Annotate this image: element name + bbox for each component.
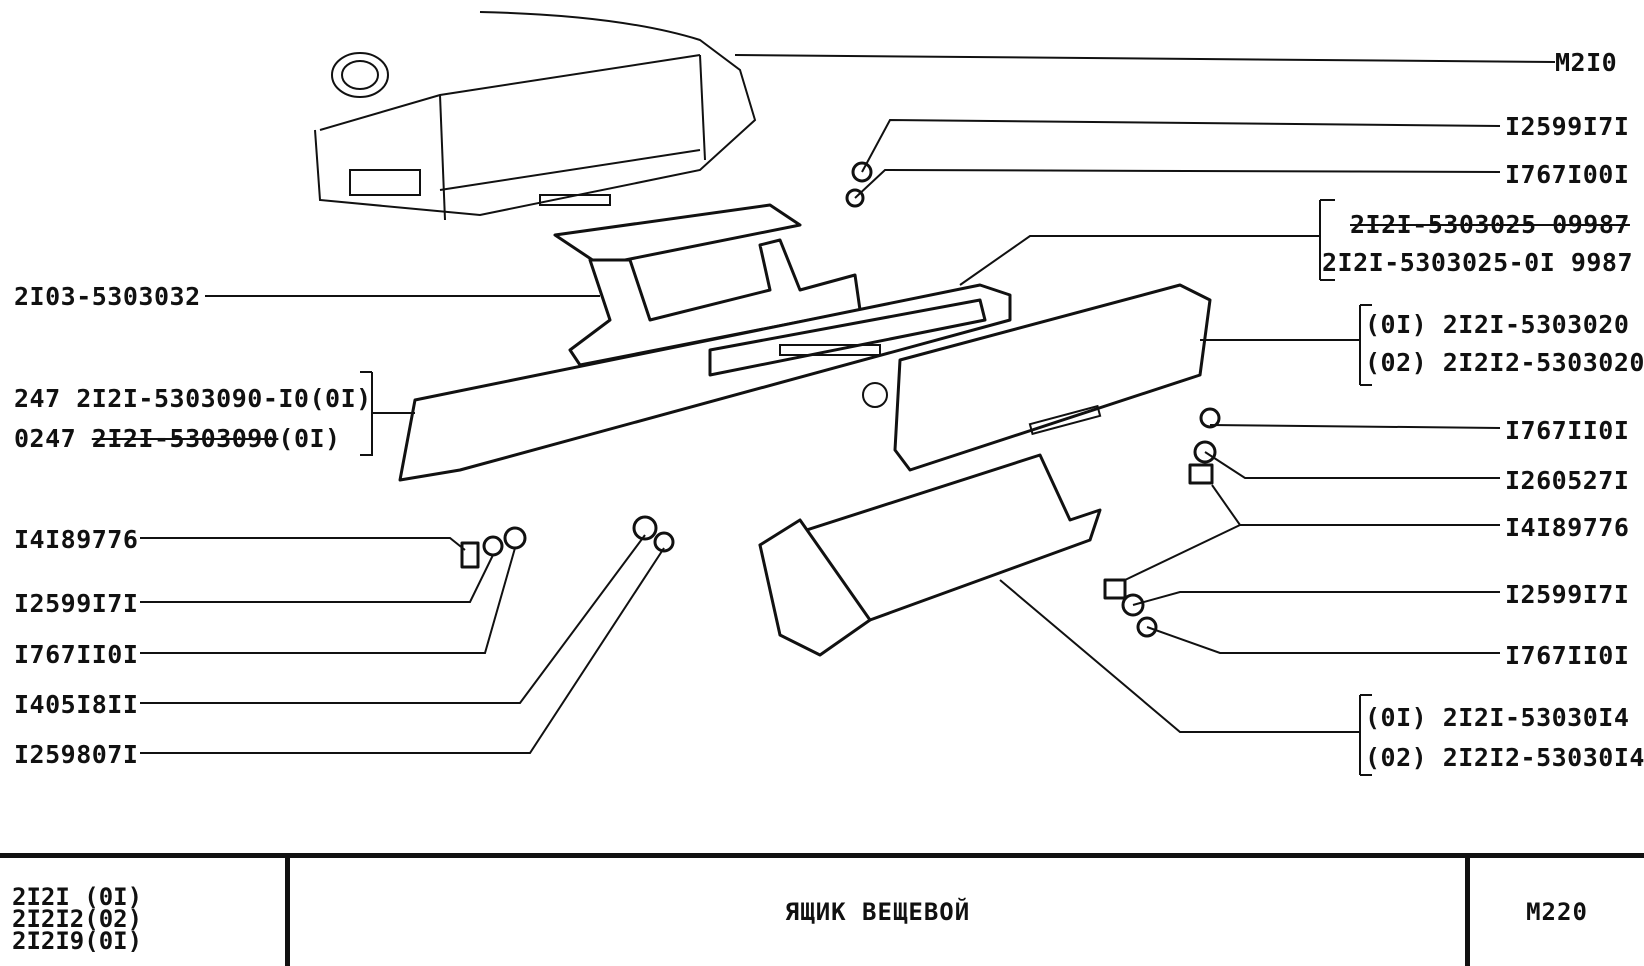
- model-item: 2I2I2(02): [12, 905, 143, 933]
- label-left-4: I2599I7I: [14, 589, 139, 618]
- label-part-4a: (0I) 2I2I-5303020: [1365, 310, 1630, 339]
- sheet-code: M220: [1526, 898, 1588, 926]
- label-left-3: I4I89776: [14, 525, 139, 554]
- label-part-7: I4I89776: [1505, 513, 1630, 542]
- label-left-7: I259807I: [14, 740, 139, 769]
- storage-tray: [758, 453, 1102, 657]
- assembly-name-cell: ЯЩИК ВЕЩЕВОЙ: [290, 858, 1470, 966]
- parts-diagram: M2I0 I2599I7I I767I00I 2I2I-5303025 0998…: [14, 11, 1644, 776]
- label-part-8: I2599I7I: [1505, 580, 1630, 609]
- dashboard-outline: [314, 11, 757, 221]
- model-item: 2I2I9(0I): [12, 927, 143, 955]
- label-left-5: I767II0I: [14, 640, 139, 669]
- label-part-3-new: 2I2I-5303025-0I 9987: [1322, 248, 1634, 277]
- label-left-2a: 247 2I2I-5303090-I0(0I): [14, 384, 372, 413]
- exploded-view-drawing: [140, 11, 1556, 776]
- label-part-10b: (02) 2I2I2-53030I4: [1365, 743, 1644, 772]
- label-part-2: I767I00I: [1505, 160, 1630, 189]
- label-part-1: I2599I7I: [1505, 112, 1630, 141]
- label-left-6: I405I8II: [14, 690, 139, 719]
- label-part-4b: (02) 2I2I2-5303020: [1365, 348, 1644, 377]
- model-item: 2I2I (0I): [12, 883, 143, 911]
- model-list: 2I2I (0I) 2I2I2(02) 2I2I9(0I): [12, 883, 285, 955]
- assembly-name: ЯЩИК ВЕЩЕВОЙ: [784, 898, 971, 926]
- fasteners: [460, 161, 1221, 638]
- glove-box-lid: [398, 283, 1012, 482]
- label-m2i0: M2I0: [1555, 48, 1618, 77]
- title-block: 2I2I (0I) 2I2I2(02) 2I2I9(0I) ЯЩИК ВЕЩЕВ…: [0, 853, 1644, 966]
- leader-lines: [140, 54, 1556, 776]
- label-part-6: I260527I: [1505, 466, 1630, 495]
- hinge-bracket: [553, 203, 862, 367]
- label-left-2b: 0247 2I2I-5303090(0I): [14, 424, 341, 453]
- label-part-9: I767II0I: [1505, 641, 1630, 670]
- label-part-3-old: 2I2I-5303025 09987: [1350, 210, 1630, 239]
- label-left-1: 2I03-5303032: [14, 282, 201, 311]
- models-cell: 2I2I (0I) 2I2I2(02) 2I2I9(0I): [0, 858, 290, 966]
- label-part-10a: (0I) 2I2I-53030I4: [1365, 703, 1630, 732]
- lid-panel: [893, 283, 1212, 472]
- label-part-5: I767II0I: [1505, 416, 1630, 445]
- sheet-code-cell: M220: [1470, 858, 1644, 966]
